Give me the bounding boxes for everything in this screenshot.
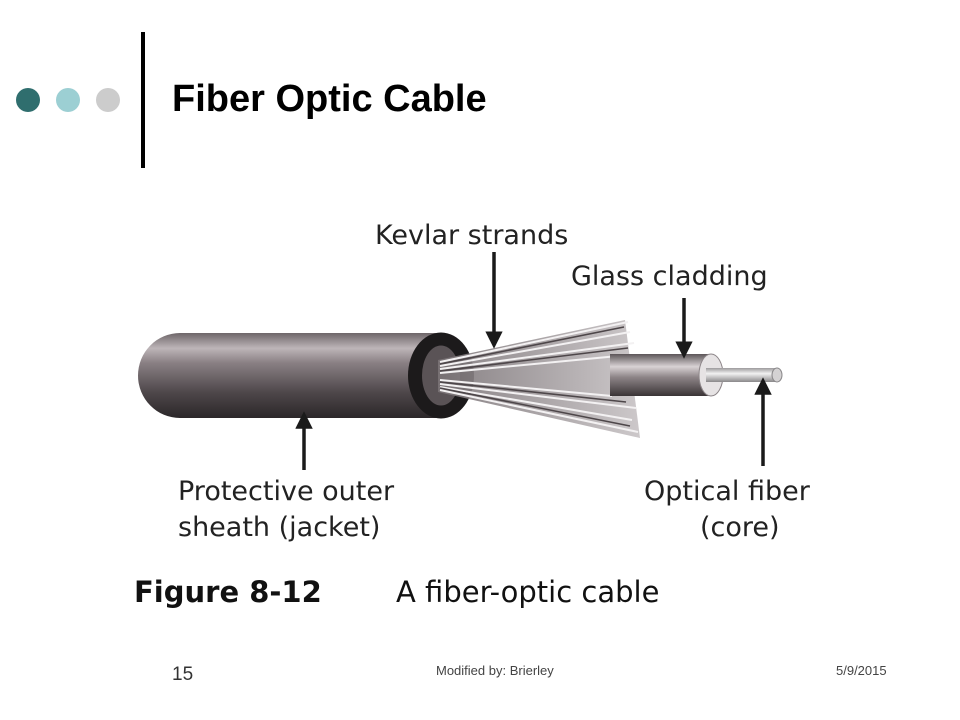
kevlar-strands (438, 320, 640, 438)
footer-author: Modified by: Brierley (436, 663, 554, 678)
label-cladding: Glass cladding (571, 261, 768, 292)
footer-date: 5/9/2015 (836, 663, 887, 678)
dot-gray (96, 88, 120, 112)
figure-number: Figure 8-12 (134, 575, 322, 609)
label-fiber-line1: Optical fiber (644, 476, 811, 507)
label-fiber-line2: (core) (700, 512, 780, 543)
title-divider (141, 32, 145, 168)
label-kevlar: Kevlar strands (375, 220, 568, 251)
dot-dark-teal (16, 88, 40, 112)
figure-caption: A fiber-optic cable (396, 575, 659, 609)
outer-jacket (138, 332, 474, 419)
label-sheath-line2: sheath (jacket) (178, 512, 380, 543)
label-sheath-line1: Protective outer (178, 476, 395, 507)
slide-title: Fiber Optic Cable (172, 78, 487, 120)
slide-number: 15 (172, 664, 194, 685)
optical-fiber-core (706, 367, 783, 383)
dot-light-teal (56, 88, 80, 112)
